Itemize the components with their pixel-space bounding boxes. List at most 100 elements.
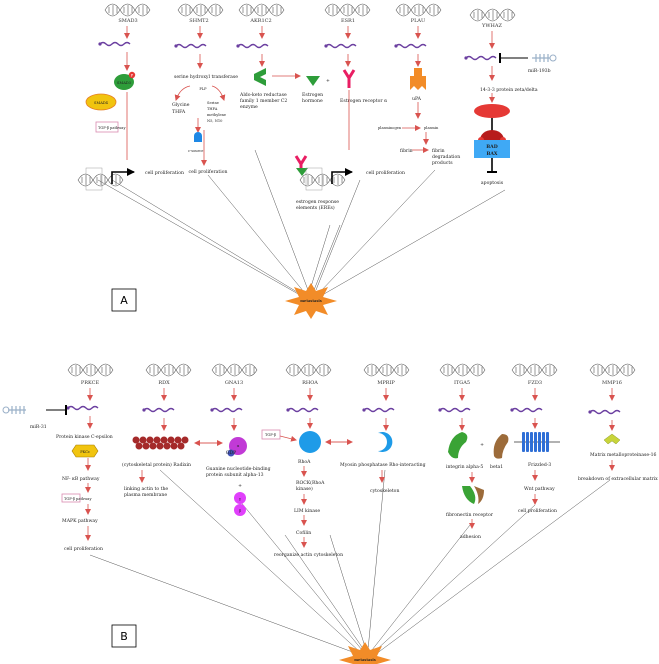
integrin-alpha-shape [448, 432, 468, 459]
c-source: c-source [188, 149, 203, 153]
bax-label: BAX [486, 151, 497, 157]
mapk: MAPK pathway [62, 518, 98, 524]
adhesion: adhesion [460, 534, 481, 540]
aldo-keto-2: enzyme [240, 105, 258, 110]
serine-thfa-1: THFA [207, 107, 218, 111]
plasminogen: plasminogen [378, 126, 402, 130]
gamma-label: γ [239, 497, 241, 501]
ere-1: elements (EREs) [296, 204, 335, 211]
pkc-label: Protein kinase C-epsilon [56, 434, 113, 440]
bad-label: BAD [486, 144, 497, 150]
gene-rhoa: RHOA [302, 380, 318, 386]
apoptosis: apoptosis [481, 180, 504, 186]
nfkb: NF- κB pathway [62, 476, 100, 482]
bad-bax-box [474, 140, 510, 158]
fibrin-deg-1: degradation [432, 154, 460, 160]
panel-b: PRKCE miR-31 Protein kinase C-epsilon PK… [2, 363, 658, 664]
svg-text:P: P [131, 74, 134, 78]
prkce-column: PRKCE miR-31 Protein kinase C-epsilon PK… [2, 363, 114, 552]
mmp16-column: MMP16 Matrix metalloproteinase-16 breakd… [578, 363, 658, 482]
ywhaz-column: YWHAZ miR-193b 14-3-3 protein zeta/delta… [463, 8, 557, 186]
serine-hmt: serine hydroxyl transferase [174, 74, 238, 80]
gene-akr1c2: AKR1C2 [249, 18, 271, 24]
smad3-column: SMAD3 P SMAD3 SMAD4 TGF-β pathway cell p… [77, 3, 184, 191]
wnt: Wnt pathway [524, 486, 555, 492]
fzd3-column: FZD3 Frizzled-3 Wnt pathway cell prolife… [509, 363, 560, 514]
smad4-label: SMAD4 [94, 101, 109, 105]
breakdown: breakdown of extracellular matrix [578, 476, 658, 482]
upa-shape [410, 68, 426, 90]
mirna-hairpin-a [532, 54, 550, 62]
cofilin: Cofilin [296, 530, 311, 536]
integrin-alpha: integrin alpha-5 [446, 464, 483, 470]
tgfb-pathway-b: TGF-β pathway [64, 497, 92, 501]
rock-0: ROCK(RhoA [296, 479, 325, 486]
rhoa-label: RhoA [298, 459, 311, 465]
radixin-chain [132, 436, 189, 450]
mprip-column: MPRIP Myosin phosphatase Rho-interacting… [340, 363, 426, 494]
gene-esr1: ESR1 [341, 18, 355, 24]
gna13-protein-1: protein subunit alpha-13 [206, 472, 264, 478]
shmt2-column: SHMT2 serine hydroxyl transferase PLP Gl… [172, 3, 238, 175]
beta-label: β [239, 509, 241, 513]
fibrin-deg-2: products [432, 160, 453, 166]
plasmin: plasmin [424, 126, 439, 130]
plp-label: PLP [199, 87, 207, 91]
linking-0: linking actin to the [124, 486, 168, 492]
pkce-shape [71, 444, 99, 458]
fibrin: fibrin [400, 148, 413, 154]
protein-1433-shape [474, 104, 510, 118]
estrogen-receptor: Estrogen receptor α [340, 98, 387, 104]
fibronectin: fibronectin receptor [446, 512, 494, 518]
svg-text:+: + [326, 78, 330, 84]
gene-itga5: ITGA5 [454, 380, 470, 386]
akr1c2-column: AKR1C2 Aldo-keto reductase family 1 memb… [235, 3, 301, 110]
panel-b-label: B [120, 630, 128, 643]
gene-gna13: GNA13 [225, 380, 243, 386]
frizzled-shape [522, 432, 549, 452]
cell-prolif-a1: cell proliferation [145, 170, 184, 176]
gene-rdx: RDX [158, 380, 170, 386]
rhoa-column: RHOA TGF-β RhoA ROCK(RhoA kinase) LIM ki… [261, 363, 353, 558]
integrin-beta-shape [493, 434, 509, 459]
serine-thfa-2: methylene [207, 113, 226, 117]
alpha-label: α [237, 444, 240, 448]
rdx-column: RDX (cytoskeletal protein) Radixin linki… [122, 363, 223, 498]
panel-a: SMAD3 P SMAD3 SMAD4 TGF-β pathway cell p… [77, 3, 557, 319]
gene-fzd3: FZD3 [528, 380, 542, 386]
thfa: THFA [172, 109, 186, 115]
panel-b-box [111, 624, 137, 648]
integrin-beta: beta1 [490, 464, 503, 470]
gene-shmt2: SHMT2 [189, 18, 208, 24]
gna13-column: GNA13 α GDP Guanine nucleotide-binding p… [206, 363, 271, 516]
mprip-shape [378, 432, 393, 452]
itga5-column: ITGA5 + integrin alpha-5 beta1 fibronect… [437, 363, 509, 540]
smad3-p-label: SMAD3 [117, 81, 132, 85]
cell-prolif-a2: cell proliferation [189, 169, 228, 175]
mir-31: miR-31 [30, 424, 47, 430]
reorganize: reorganize actin cytoskeleton [274, 552, 343, 558]
plau-column: PLAU uPA plasminogen plasmin fibrin fibr… [378, 3, 460, 166]
tgfb-pathway-a: TGF-β pathway [98, 126, 126, 130]
estrogen-receptor-shape [342, 69, 356, 88]
fibrin-deg-0: fibrin [432, 148, 445, 154]
cell-prolif-b2: cell proliferation [518, 508, 557, 514]
metastasis-node-b: metastasis [339, 642, 391, 664]
upa: uPA [412, 96, 422, 102]
gene-prkce: PRKCE [81, 380, 100, 386]
glycine: Glycine [172, 102, 190, 108]
gdp-label: GDP [226, 450, 236, 456]
g-alpha-shape [229, 437, 247, 455]
mir-193b: miR-193b [528, 68, 551, 74]
svg-text:+: + [480, 442, 484, 448]
myosin: Myosin phosphatase Rho-interacting [340, 462, 426, 468]
cell-prolif-b1: cell proliferation [64, 546, 103, 552]
metastasis-lines-a [97, 149, 506, 296]
linking-1: plasma membrane [124, 492, 167, 498]
aldo-keto-0: Aldo-keto reductase [239, 92, 287, 98]
serine-thfa-0: Serine [207, 101, 219, 105]
estrogen-0: Estrogen [302, 92, 323, 98]
metastasis-b: metastasis [354, 658, 376, 662]
akr-enzyme-shape [254, 68, 266, 86]
